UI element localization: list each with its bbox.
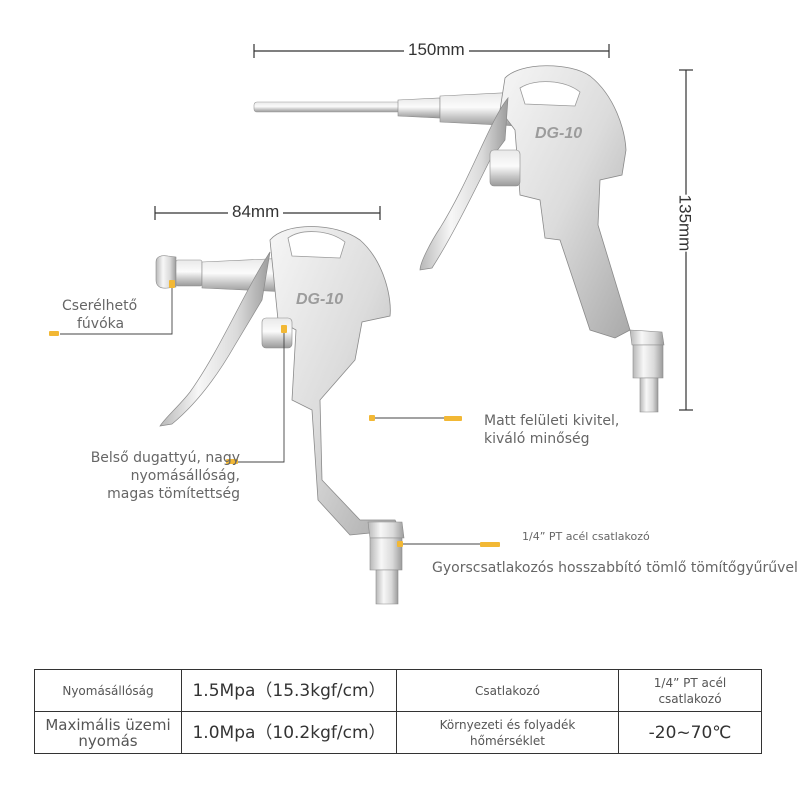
small-gun-body [269,226,401,536]
callout-piston-line-2: nyomásállóság, [130,468,240,484]
callout-finish-line-2: kiváló minőség [484,431,590,447]
highlight-markers [49,280,500,547]
dimension-label-84: 84mm [228,202,284,222]
dimension-label-135: 135mm [674,194,695,252]
large-gun-trigger [419,96,509,271]
dimension-label-150: 150mm [404,40,469,60]
callout-connector: 1/4” PT acél csatlakozó [522,530,650,543]
callout-nozzle-line-1: Cserélhető [62,298,138,314]
callout-nozzle-line-2: fúvóka [77,316,125,332]
product-illustration: DG-10 DG-10 [49,40,798,605]
marker-connector [397,541,403,547]
callout-finish: Matt felületi kivitel, kiváló minőség [484,412,619,448]
marker-piston [281,325,287,333]
specs-cell: Csatlakozó [396,669,619,712]
callout-piston-line-1: Belső dugattyú, nagy [90,450,240,466]
specs-cell: 1/4” PT acél csatlakozó [618,669,762,712]
specs-cell: -20~70℃ [618,711,762,754]
marker-nozzle [169,280,175,288]
specs-cell: Nyomásállóság [34,669,182,712]
large-gun-model-mark: DG-10 [535,125,582,142]
callout-finish-line-1: Matt felületi kivitel, [484,413,620,429]
callout-quick-coupler: Gyorscsatlakozós hosszabbító tömlő tömít… [432,560,798,576]
small-gun-model-mark: DG-10 [296,291,343,308]
product-drawing: DG-10 DG-10 [49,44,693,605]
callout-nozzle: Cserélhető fúvóka [62,297,137,333]
specs-cell: 1.0Mpa（10.2kgf/cm） [181,711,397,754]
large-gun-body [499,65,631,339]
callout-piston: Belső dugattyú, nagy nyomásállóság, maga… [78,449,240,503]
specs-cell: Maximális üzemi nyomás [34,711,182,754]
callout-leaders [60,282,480,545]
marker-finish [369,415,375,421]
small-air-gun: DG-10 [155,226,405,605]
specs-cell: 1.5Mpa（15.3kgf/cm） [181,669,397,712]
small-gun-trigger [159,251,271,427]
specs-cell: Környezeti és folyadék hőmérséklet [396,711,619,754]
callout-piston-line-3: magas tömítettség [107,486,240,502]
large-air-gun: DG-10 [253,65,665,413]
long-nozzle [253,101,405,113]
